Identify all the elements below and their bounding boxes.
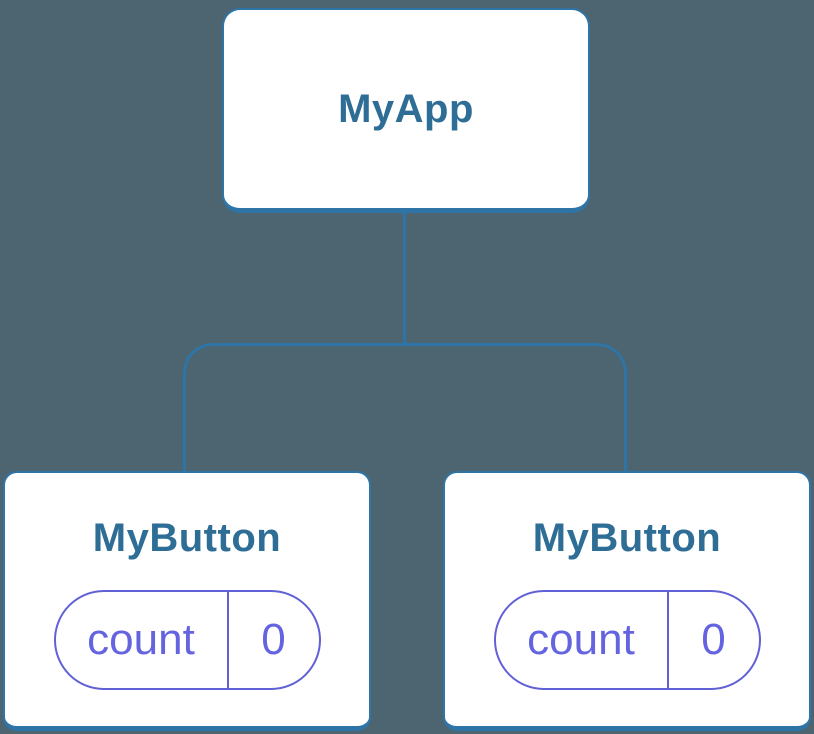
state-key-label: count — [496, 592, 669, 688]
state-badge-left: count 0 — [53, 590, 321, 690]
state-key-label: count — [56, 592, 229, 688]
connector-stub-line — [403, 211, 406, 346]
node-mybutton-right-label: MyButton — [532, 516, 722, 560]
state-badge-right: count 0 — [493, 590, 761, 690]
node-myapp: MyApp — [222, 8, 590, 213]
state-value: 0 — [261, 615, 286, 664]
connector-bracket-line — [183, 343, 627, 471]
node-mybutton-right: MyButton count 0 — [443, 471, 811, 731]
node-myapp-label: MyApp — [338, 87, 474, 131]
state-value: 0 — [701, 615, 726, 664]
node-mybutton-left: MyButton count 0 — [3, 471, 371, 731]
node-mybutton-left-label: MyButton — [92, 516, 282, 560]
